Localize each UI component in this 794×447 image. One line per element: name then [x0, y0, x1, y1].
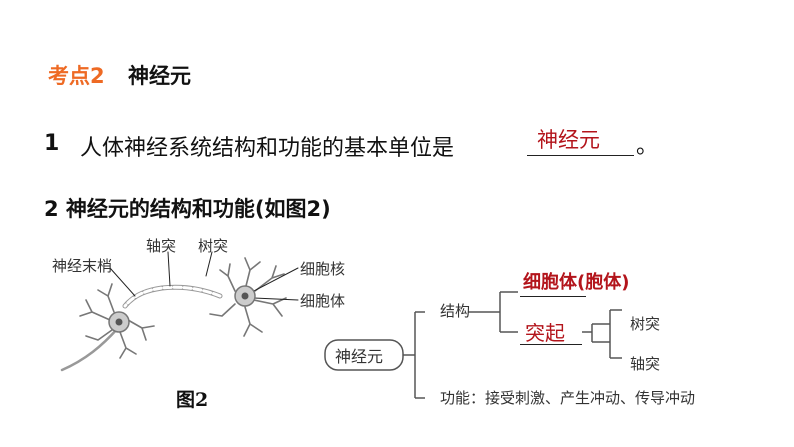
label-nucleus: 细胞核: [300, 260, 346, 278]
answer-process: 突起: [525, 321, 565, 345]
question-text: 人体神经系统结构和功能的基本单位是: [80, 136, 455, 161]
map-structure-label: 结构: [440, 302, 471, 320]
blank-process: [520, 344, 582, 345]
blank-cell-body: [520, 296, 586, 297]
question-number: 1: [44, 131, 60, 156]
answer-cell-body: 细胞体(胞体): [523, 272, 630, 293]
label-axon: 轴突: [146, 237, 177, 255]
topic-title: 神经元: [128, 64, 191, 88]
concept-map-lines: [324, 291, 622, 399]
map-root-neuron: 神经元: [335, 347, 384, 366]
answer-blank: [527, 125, 634, 156]
label-axon-terminal: 神经末梢: [52, 257, 113, 275]
figure-caption: 图2: [176, 389, 209, 411]
neuron-illustration: [60, 251, 299, 372]
map-function-text: 功能：接受刺激、产生冲动、传导冲动: [440, 389, 696, 407]
question-end-punct: 。: [636, 134, 659, 159]
section-title: 2 神经元的结构和功能(如图2): [44, 197, 331, 221]
topic-label: 考点2: [48, 64, 105, 88]
label-cell-body: 细胞体: [300, 292, 346, 310]
map-axon: 轴突: [630, 355, 661, 373]
map-dendrite: 树突: [630, 315, 661, 333]
label-dendrite: 树突: [198, 237, 229, 255]
answer-text: 神经元: [537, 128, 600, 152]
